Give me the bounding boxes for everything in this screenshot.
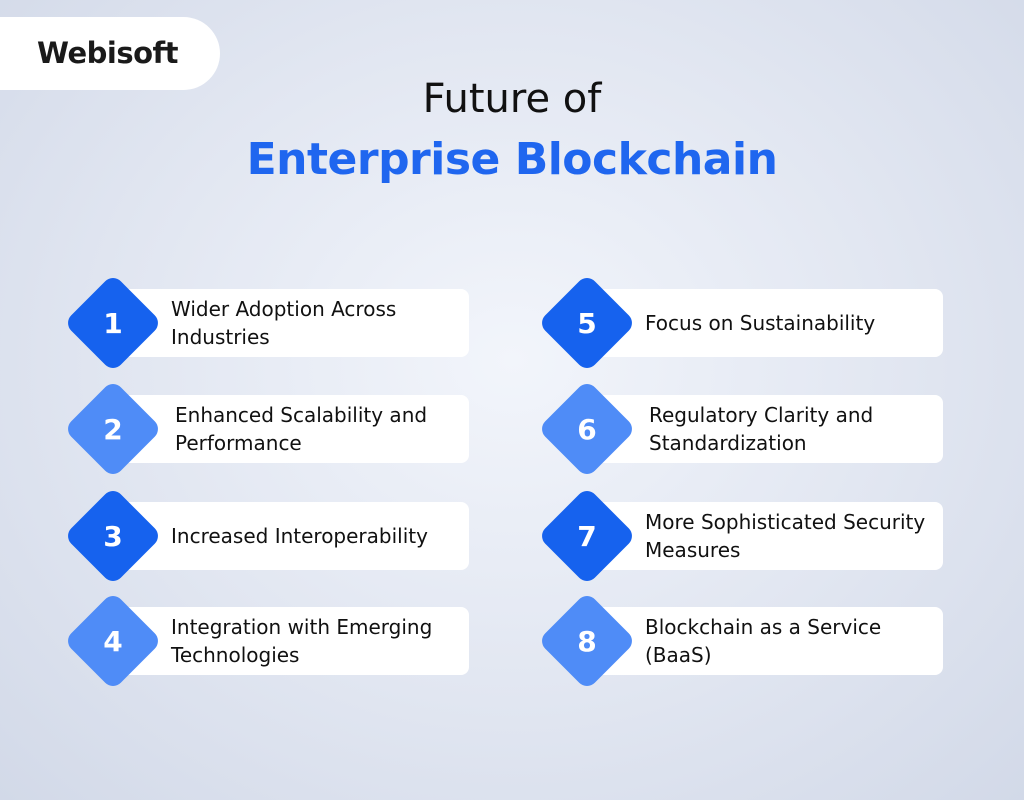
item-card bbox=[591, 502, 943, 570]
webisoft-logo: Webisoft bbox=[37, 36, 179, 70]
title-line-2: Enterprise Blockchain bbox=[246, 134, 778, 185]
item-number: 2 bbox=[103, 412, 123, 446]
item-card bbox=[591, 607, 943, 675]
item-number: 5 bbox=[577, 306, 597, 340]
item-text: Increased Interoperability bbox=[171, 524, 428, 548]
item-card bbox=[117, 607, 469, 675]
logo-badge bbox=[0, 17, 220, 90]
item-number: 7 bbox=[577, 519, 597, 553]
item-card bbox=[117, 502, 469, 570]
item-text: More Sophisticated Security Measures bbox=[645, 510, 926, 562]
item-text: Blockchain as a Service (BaaS) bbox=[645, 615, 882, 667]
item-number: 8 bbox=[577, 624, 597, 658]
item-text: Enhanced Scalability and Performance bbox=[175, 403, 428, 455]
item-number: 3 bbox=[103, 519, 123, 553]
item-text: Integration with Emerging Technologies bbox=[171, 615, 433, 667]
item-number: 6 bbox=[577, 412, 597, 446]
item-number: 4 bbox=[103, 624, 123, 658]
item-number: 1 bbox=[103, 306, 123, 340]
item-text: Regulatory Clarity and Standardization bbox=[649, 403, 874, 455]
item-card bbox=[591, 289, 943, 357]
item-text: Wider Adoption Across Industries bbox=[171, 297, 397, 349]
item-text: Focus on Sustainability bbox=[645, 311, 876, 335]
item-card bbox=[591, 395, 943, 463]
item-card bbox=[117, 395, 469, 463]
item-card bbox=[117, 289, 469, 357]
title-line-1: Future of bbox=[422, 76, 602, 122]
